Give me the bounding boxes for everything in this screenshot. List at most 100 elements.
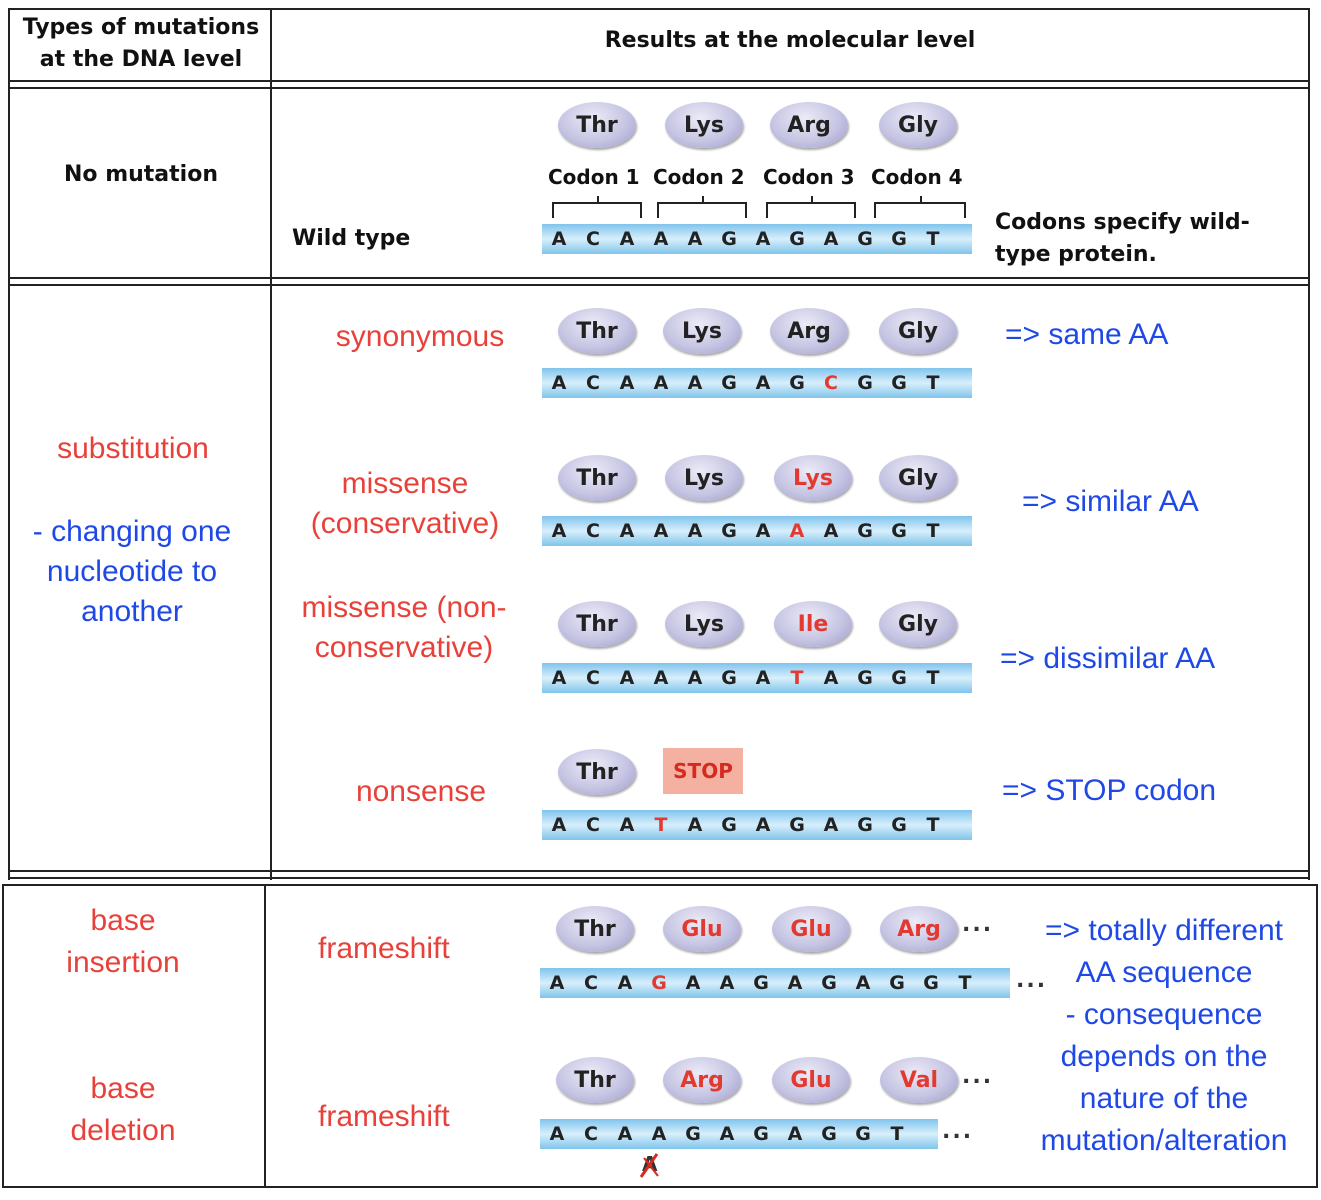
lower-box-right [1316,884,1318,1188]
lower-box-left [2,884,4,1188]
missense-nonconservative-label: missense (non-conservative) [301,591,507,664]
dna-base: A [823,228,839,250]
missense-conservative-label: missense (conservative) [310,467,500,540]
dna-base: A [551,520,567,542]
dna-base: A [549,1123,565,1145]
dna-base: A [619,520,635,542]
amino-acid-mutated: Ile [774,601,852,647]
table-border-left [8,8,10,880]
dna-base: A [619,814,635,836]
dna-base: A [617,1123,633,1145]
row-divider-d [8,877,1310,879]
dna-base: A [823,667,839,689]
dna-base: C [584,972,598,994]
amino-acid: Arg [770,102,848,148]
dna-base: A [653,667,669,689]
dna-base: A [549,972,565,994]
dna-base: A [653,372,669,394]
header-divider-a [8,80,1310,82]
amino-acid: Gly [879,102,957,148]
dna-base-mutated: T [654,814,668,836]
dna-base: A [787,972,803,994]
dna-base: G [857,228,873,250]
dna-base: G [891,520,907,542]
dna-base: T [958,972,972,994]
dna-base: G [857,667,873,689]
dna-base: A [823,520,839,542]
dna-base: A [653,520,669,542]
dna-base: A [651,1123,667,1145]
dna-base: A [551,228,567,250]
dna-base: A [719,1123,735,1145]
dna-base-mutated: G [651,972,667,994]
dna-base: A [687,228,703,250]
deleted-base-marker: A [638,1152,662,1180]
amino-acid-mutated: Arg [663,1057,741,1103]
dna-base: G [721,814,737,836]
dna-base: A [551,372,567,394]
dna-base: A [719,972,735,994]
dna-base: G [753,1123,769,1145]
amino-acid-mutated: Glu [772,906,850,952]
amino-acid: Thr [556,906,634,952]
dna-base-mutated: C [824,372,838,394]
amino-acid: Thr [558,749,636,795]
header-molecular-results: Results at the molecular level [604,28,976,53]
dna-base: T [926,814,940,836]
dna-base: A [551,814,567,836]
missense-nonconservative-result: => dissimilar AA [1000,642,1216,675]
amino-acid-mutated: Val [880,1057,958,1103]
codon-label: Codon 1 [548,165,640,189]
dna-base: T [926,667,940,689]
dna-base: G [923,972,939,994]
dna-base: G [789,228,805,250]
table-border-top [8,8,1310,10]
nonsense-result: => STOP codon [1002,774,1217,807]
row-divider-c [8,870,1310,872]
dna-base: G [857,372,873,394]
dna-base: T [926,372,940,394]
dna-base: A [551,667,567,689]
dna-base: A [653,228,669,250]
stop-codon-box: STOP [663,748,743,794]
dna-base: C [586,228,600,250]
frameshift-result-line: nature of the [1079,1082,1249,1115]
dna-base: A [619,372,635,394]
dna-base: A [685,972,701,994]
header-mutation-types: Types of mutations at the DNA level [22,15,260,72]
column-divider-top [270,8,272,880]
lower-box-bottom [2,1186,1318,1188]
row-divider-a [8,277,1310,279]
amino-acid: Gly [879,308,957,354]
column-divider-bottom [264,884,266,1188]
dna-base: C [586,814,600,836]
dna-base: A [755,814,771,836]
dna-base: A [619,228,635,250]
amino-acid: Lys [665,601,743,647]
amino-acid: Thr [558,308,636,354]
dna-base: G [891,667,907,689]
lower-box-top [2,884,1318,886]
dna-base: A [687,372,703,394]
dna-continuation-ellipsis: ... [1016,968,1048,993]
dna-base: A [687,814,703,836]
amino-acid: Thr [558,455,636,501]
base-deletion-label: base deletion [70,1072,176,1147]
header-divider-b [8,87,1310,89]
codon-bracket [552,196,642,218]
dna-base-mutated: T [790,667,804,689]
nonsense-label: nonsense [355,775,487,808]
protein-continuation-ellipsis: ... [962,912,994,937]
amino-acid-mutated: Glu [772,1057,850,1103]
dna-base: G [721,228,737,250]
dna-base: C [586,520,600,542]
missense-conservative-result: => similar AA [1022,485,1199,518]
dna-base: G [721,667,737,689]
dna-base: G [753,972,769,994]
